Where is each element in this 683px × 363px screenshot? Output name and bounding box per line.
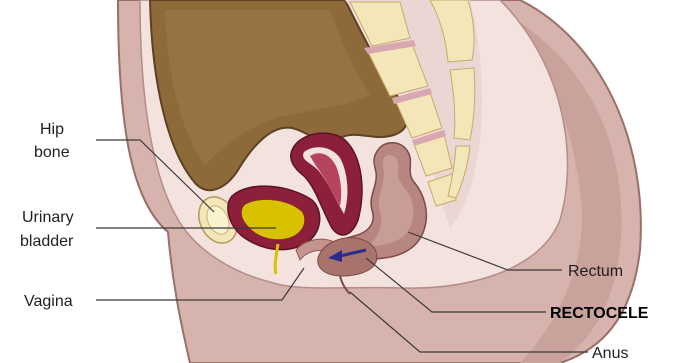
label-urinary-bladder-line1: Urinary <box>22 209 74 226</box>
label-urinary-bladder-line2: bladder <box>20 233 74 250</box>
label-rectocele: RECTOCELE <box>550 305 649 322</box>
label-rectum: Rectum <box>568 263 623 280</box>
label-anus: Anus <box>592 345 628 362</box>
label-vagina: Vagina <box>24 293 73 310</box>
label-hip-bone-line2: bone <box>34 144 70 161</box>
label-hip-bone-line1: Hip <box>40 121 64 138</box>
